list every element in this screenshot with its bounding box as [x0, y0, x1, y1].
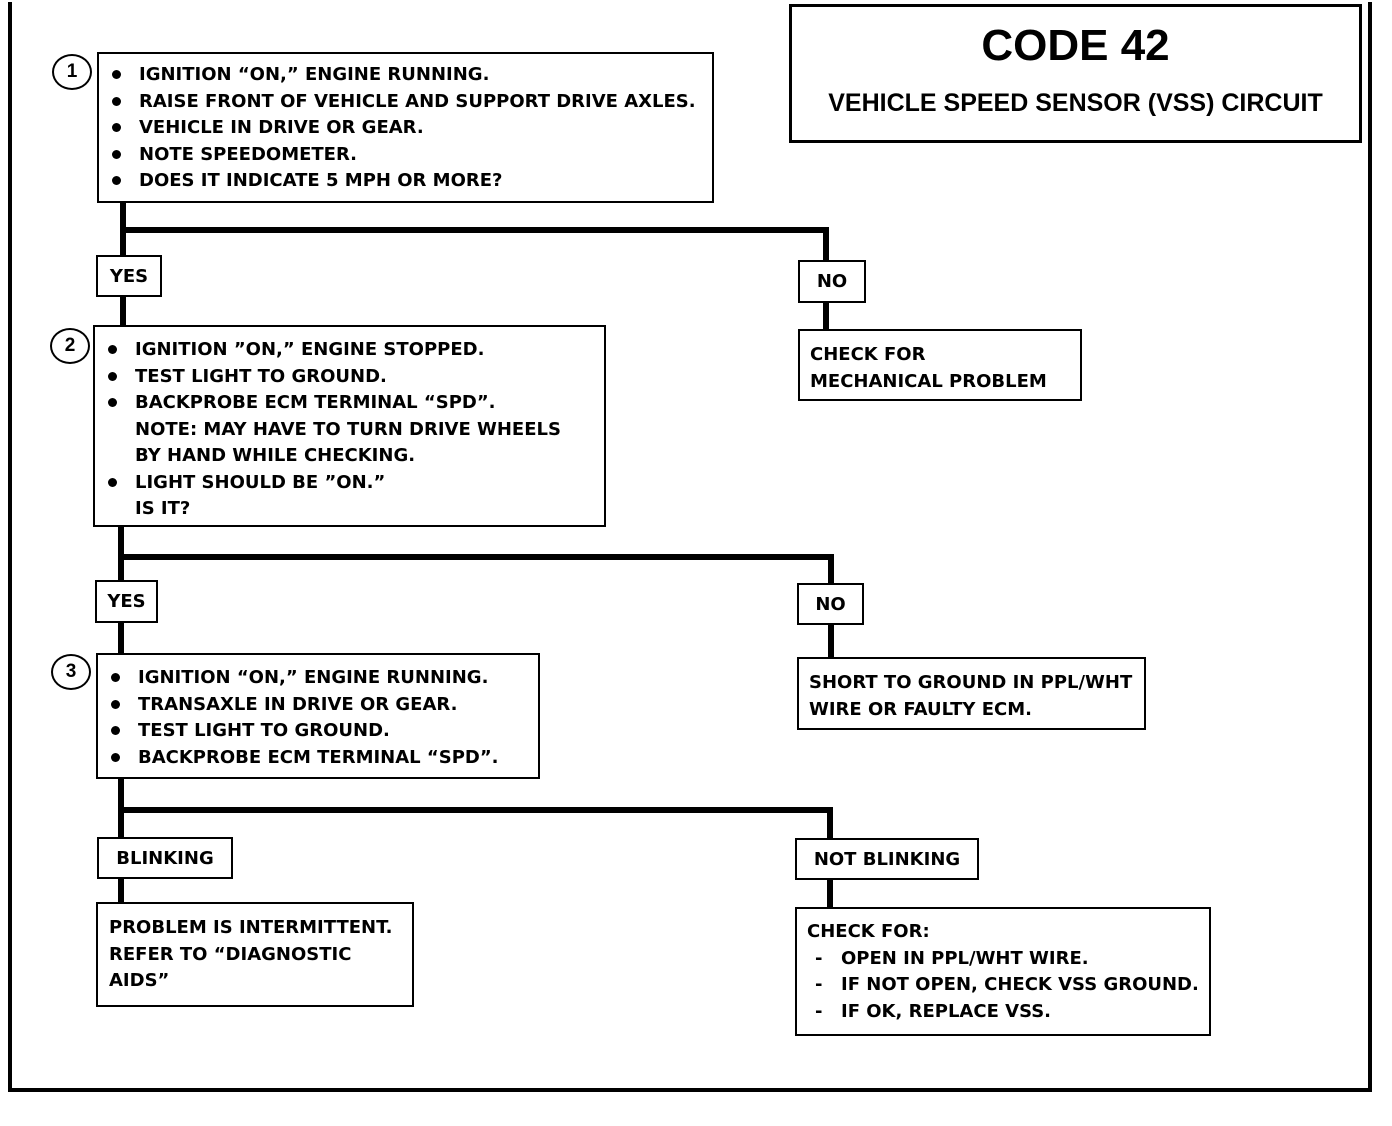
step-3-line: TEST LIGHT TO GROUND. — [98, 718, 538, 745]
mechanical-problem-box: CHECK FOR MECHANICAL PROBLEM — [798, 329, 1082, 401]
step-2-line: BACKPROBE ECM TERMINAL “SPD”. — [95, 390, 604, 417]
step-3-line: BACKPROBE ECM TERMINAL “SPD”. — [98, 745, 538, 772]
title-box: CODE 42 VEHICLE SPEED SENSOR (VSS) CIRCU… — [789, 4, 1362, 143]
step-1-line: VEHICLE IN DRIVE OR GEAR. — [99, 115, 712, 142]
step-number-2: 2 — [50, 328, 90, 364]
intermittent-line: REFER TO “DIAGNOSTIC — [109, 943, 352, 965]
code-title: CODE 42 — [981, 21, 1170, 70]
step-1-line: NOTE SPEEDOMETER. — [99, 142, 712, 169]
short-line: SHORT TO GROUND IN PPL/WHT — [809, 672, 1133, 693]
intermittent-line: AIDS” — [109, 970, 170, 991]
step-2-question: IS IT? — [135, 498, 191, 519]
step-2-note: BY HAND WHILE CHECKING. — [135, 445, 416, 466]
check-for-item: IF NOT OPEN, CHECK VSS GROUND. — [807, 972, 1209, 999]
step-3-line: IGNITION “ON,” ENGINE RUNNING. — [98, 665, 538, 692]
step-2-line: IGNITION ”ON,” ENGINE STOPPED. — [95, 337, 604, 364]
mechanical-line: CHECK FOR — [810, 344, 926, 365]
step-2-no-label: NO — [797, 583, 864, 625]
step-1-yes-label: YES — [96, 255, 162, 297]
short-to-ground-box: SHORT TO GROUND IN PPL/WHT WIRE OR FAULT… — [797, 657, 1146, 730]
blinking-label: BLINKING — [97, 837, 233, 879]
diagram-frame — [8, 2, 1372, 1092]
step-3-line: TRANSAXLE IN DRIVE OR GEAR. — [98, 692, 538, 719]
not-blinking-label: NOT BLINKING — [795, 838, 979, 880]
step-2-yes-label: YES — [95, 580, 158, 623]
check-for-box: CHECK FOR: OPEN IN PPL/WHT WIRE. IF NOT … — [795, 907, 1211, 1036]
step-number-3: 3 — [51, 654, 91, 690]
circuit-subtitle: VEHICLE SPEED SENSOR (VSS) CIRCUIT — [828, 89, 1323, 117]
step-2-note: NOTE: MAY HAVE TO TURN DRIVE WHEELS — [135, 418, 561, 440]
step-1-line: IGNITION “ON,” ENGINE RUNNING. — [99, 62, 712, 89]
step-1-line: RAISE FRONT OF VEHICLE AND SUPPORT DRIVE… — [99, 89, 712, 116]
step-number-1: 1 — [52, 54, 92, 90]
check-for-item: IF OK, REPLACE VSS. — [807, 999, 1209, 1026]
short-line: WIRE OR FAULTY ECM. — [809, 698, 1032, 720]
step-2-box: IGNITION ”ON,” ENGINE STOPPED. TEST LIGH… — [93, 325, 606, 527]
step-2-line: TEST LIGHT TO GROUND. — [95, 364, 604, 391]
check-for-heading: CHECK FOR: — [807, 921, 930, 942]
step-2-line: LIGHT SHOULD BE ”ON.” — [95, 470, 604, 497]
intermittent-box: PROBLEM IS INTERMITTENT. REFER TO “DIAGN… — [96, 902, 414, 1007]
intermittent-line: PROBLEM IS INTERMITTENT. — [109, 917, 393, 938]
step-3-box: IGNITION “ON,” ENGINE RUNNING. TRANSAXLE… — [96, 653, 540, 779]
step-1-no-label: NO — [798, 260, 866, 303]
check-for-item: OPEN IN PPL/WHT WIRE. — [807, 946, 1209, 973]
mechanical-line: MECHANICAL PROBLEM — [810, 370, 1047, 392]
step-1-box: IGNITION “ON,” ENGINE RUNNING. RAISE FRO… — [97, 52, 714, 203]
step-1-line: DOES IT INDICATE 5 MPH OR MORE? — [99, 168, 712, 195]
